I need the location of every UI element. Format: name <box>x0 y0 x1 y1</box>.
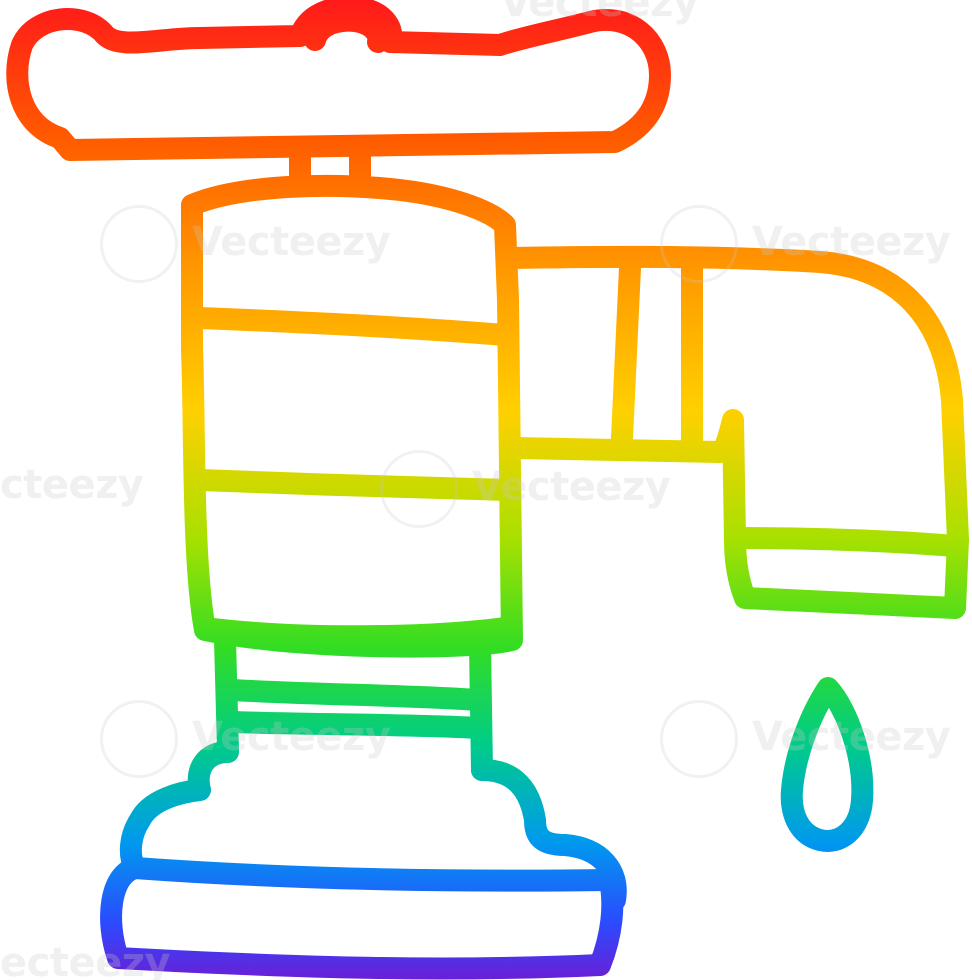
body-band-3 <box>194 617 516 648</box>
tap-spout <box>499 245 969 619</box>
body-band-1 <box>189 307 516 346</box>
neck-ring-2 <box>221 711 491 739</box>
handle-knob <box>304 9 390 53</box>
tap-body <box>181 174 523 658</box>
tap-neck <box>214 629 493 781</box>
body-outline <box>181 174 523 658</box>
base-upper <box>119 741 627 911</box>
body-band-2 <box>189 469 521 501</box>
spout-mouth <box>727 527 966 557</box>
base-foot <box>100 857 624 980</box>
spout-outline <box>499 245 969 619</box>
water-drop <box>780 677 874 852</box>
handle-bar <box>6 0 671 161</box>
tap-base <box>100 741 627 980</box>
spout-ring-1 <box>611 257 641 449</box>
tap-handle <box>6 0 671 196</box>
neck-ring-1 <box>221 679 489 711</box>
